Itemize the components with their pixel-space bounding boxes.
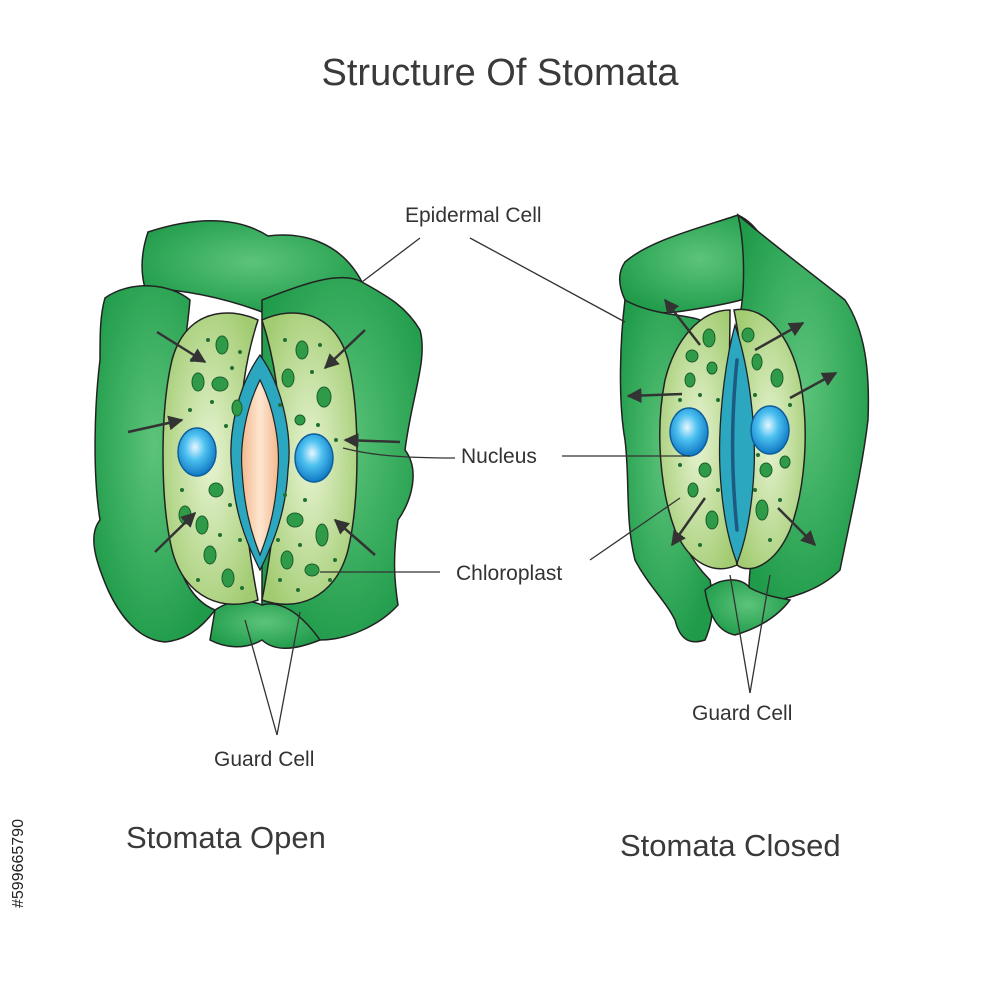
nucleus-closed-right (750, 405, 790, 455)
label-chloroplast: Chloroplast (456, 562, 563, 585)
label-guard-cell-open: Guard Cell (214, 748, 315, 771)
epidermal-cell-right-bottom (704, 579, 792, 636)
stomata-closed-figure (619, 212, 870, 643)
stoma-pore-slit (730, 358, 739, 532)
cytoplasm-dots-open (180, 338, 338, 592)
caption-stomata-closed: Stomata Closed (620, 828, 841, 863)
stock-id-text: #599665790 (10, 819, 27, 908)
stomata-open-figure (93, 220, 423, 649)
nucleus-open-left (177, 427, 217, 477)
nucleus-open-right (294, 433, 334, 483)
caption-stomata-open: Stomata Open (126, 820, 326, 855)
leader-lines (244, 237, 771, 736)
stoma-pore-open (241, 378, 279, 557)
diagram-title: Structure Of Stomata (321, 52, 679, 94)
stoma-pore-closed (718, 322, 756, 565)
nucleus-closed-left (669, 407, 709, 457)
chloroplasts-open (178, 335, 332, 588)
label-guard-cell-closed: Guard Cell (692, 702, 793, 725)
cytoplasm-dots-closed (678, 393, 792, 547)
stock-id-watermark: #599665790 (8, 758, 30, 908)
label-epidermal-cell: Epidermal Cell (405, 204, 542, 227)
chloroplasts-closed (684, 327, 791, 530)
water-outflow-arrows (626, 298, 838, 547)
water-inflow-arrows (127, 329, 401, 556)
label-nucleus: Nucleus (461, 445, 537, 468)
